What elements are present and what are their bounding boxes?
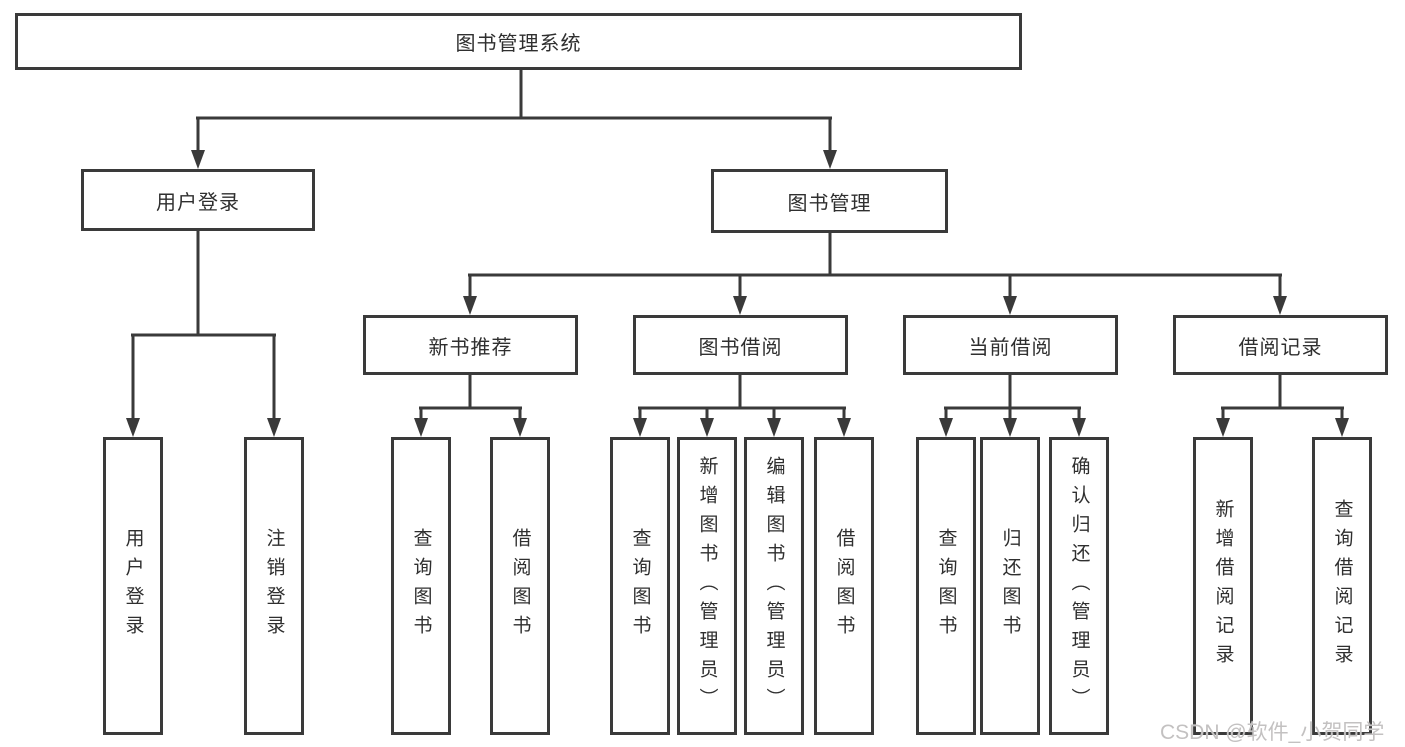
node-new-book-recommend-label: 新书推荐 bbox=[428, 336, 513, 359]
leaf-query-books-recommend: 查询图书 bbox=[391, 437, 451, 735]
node-borrowing-records-label: 借阅记录 bbox=[1238, 336, 1323, 359]
node-library-system-label: 图书管理系统 bbox=[455, 33, 582, 55]
leaf-query-borrow-record: 查询借阅记录 bbox=[1312, 437, 1372, 735]
leaf-borrow-books-recommend: 借阅图书 bbox=[490, 437, 550, 735]
node-borrowing-records: 借阅记录 bbox=[1173, 315, 1388, 375]
node-user-login-label: 用户登录 bbox=[156, 191, 240, 214]
leaf-return-books: 归还图书 bbox=[980, 437, 1040, 735]
leaf-query-books-borrowing: 查询图书 bbox=[610, 437, 670, 735]
leaf-add-books-admin: 新增图书（管理员） bbox=[677, 437, 737, 735]
node-book-borrowing-label: 图书借阅 bbox=[698, 336, 783, 359]
leaf-edit-books-admin: 编辑图书（管理员） bbox=[744, 437, 804, 735]
node-book-management: 图书管理 bbox=[711, 169, 948, 233]
node-book-management-label: 图书管理 bbox=[787, 192, 872, 215]
leaf-confirm-return-admin: 确认归还（管理员） bbox=[1049, 437, 1109, 735]
node-current-borrowing-label: 当前借阅 bbox=[968, 336, 1053, 359]
leaf-logout-login: 注销登录 bbox=[244, 437, 304, 735]
csdn-watermark: CSDN @软件_小贺同学 bbox=[1160, 721, 1385, 744]
node-new-book-recommend: 新书推荐 bbox=[363, 315, 578, 375]
leaf-add-borrow-record: 新增借阅记录 bbox=[1193, 437, 1253, 735]
leaf-borrow-books-borrowing: 借阅图书 bbox=[814, 437, 874, 735]
node-user-login: 用户登录 bbox=[81, 169, 315, 231]
node-library-system: 图书管理系统 bbox=[15, 13, 1022, 70]
node-current-borrowing: 当前借阅 bbox=[903, 315, 1118, 375]
leaf-query-books-current: 查询图书 bbox=[916, 437, 976, 735]
leaf-user-login: 用户登录 bbox=[103, 437, 163, 735]
node-book-borrowing: 图书借阅 bbox=[633, 315, 848, 375]
